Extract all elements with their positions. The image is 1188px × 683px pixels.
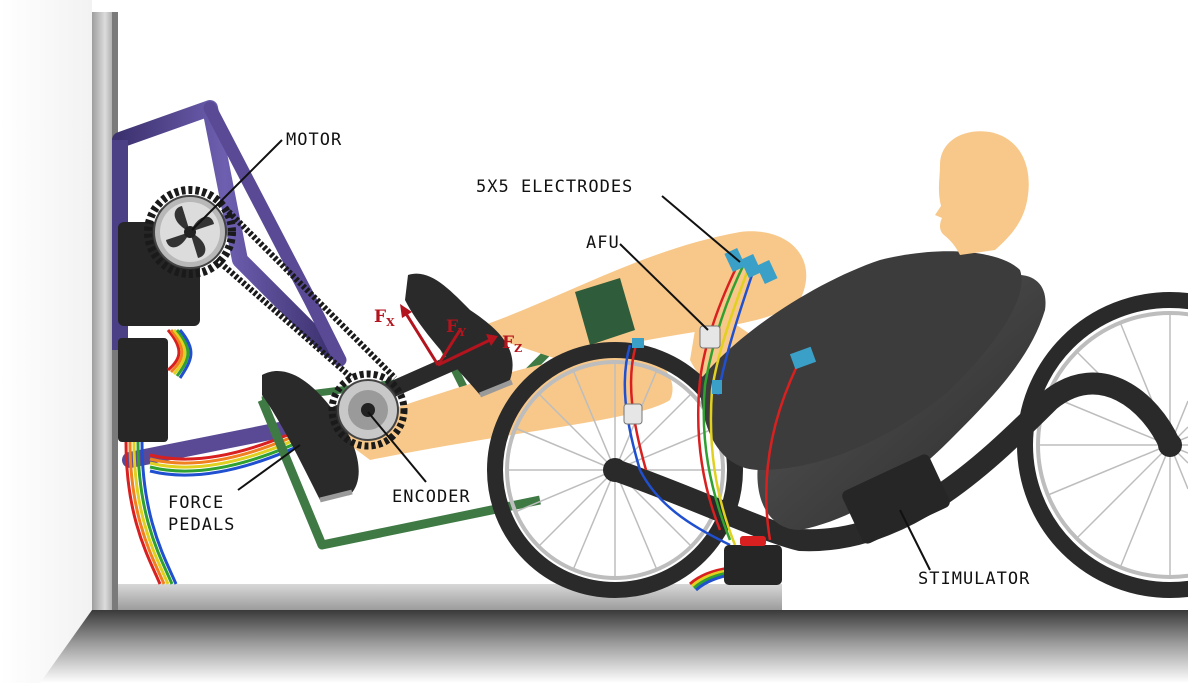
label-force-pedals-line2: PEDALS xyxy=(168,515,235,535)
controller-box xyxy=(118,338,168,442)
afu-box-thigh xyxy=(700,326,720,348)
label-force-pedals-line1: FORCE xyxy=(168,493,224,513)
label-encoder: ENCODER xyxy=(392,487,471,507)
label-stimulator: STIMULATOR xyxy=(918,569,1030,589)
pedal-gear xyxy=(332,374,404,446)
label-motor: MOTOR xyxy=(286,130,342,150)
afu-box-shin xyxy=(624,404,642,424)
label-electrodes: 5X5 ELECTRODES xyxy=(476,177,633,197)
label-afu: AFU xyxy=(586,233,620,253)
